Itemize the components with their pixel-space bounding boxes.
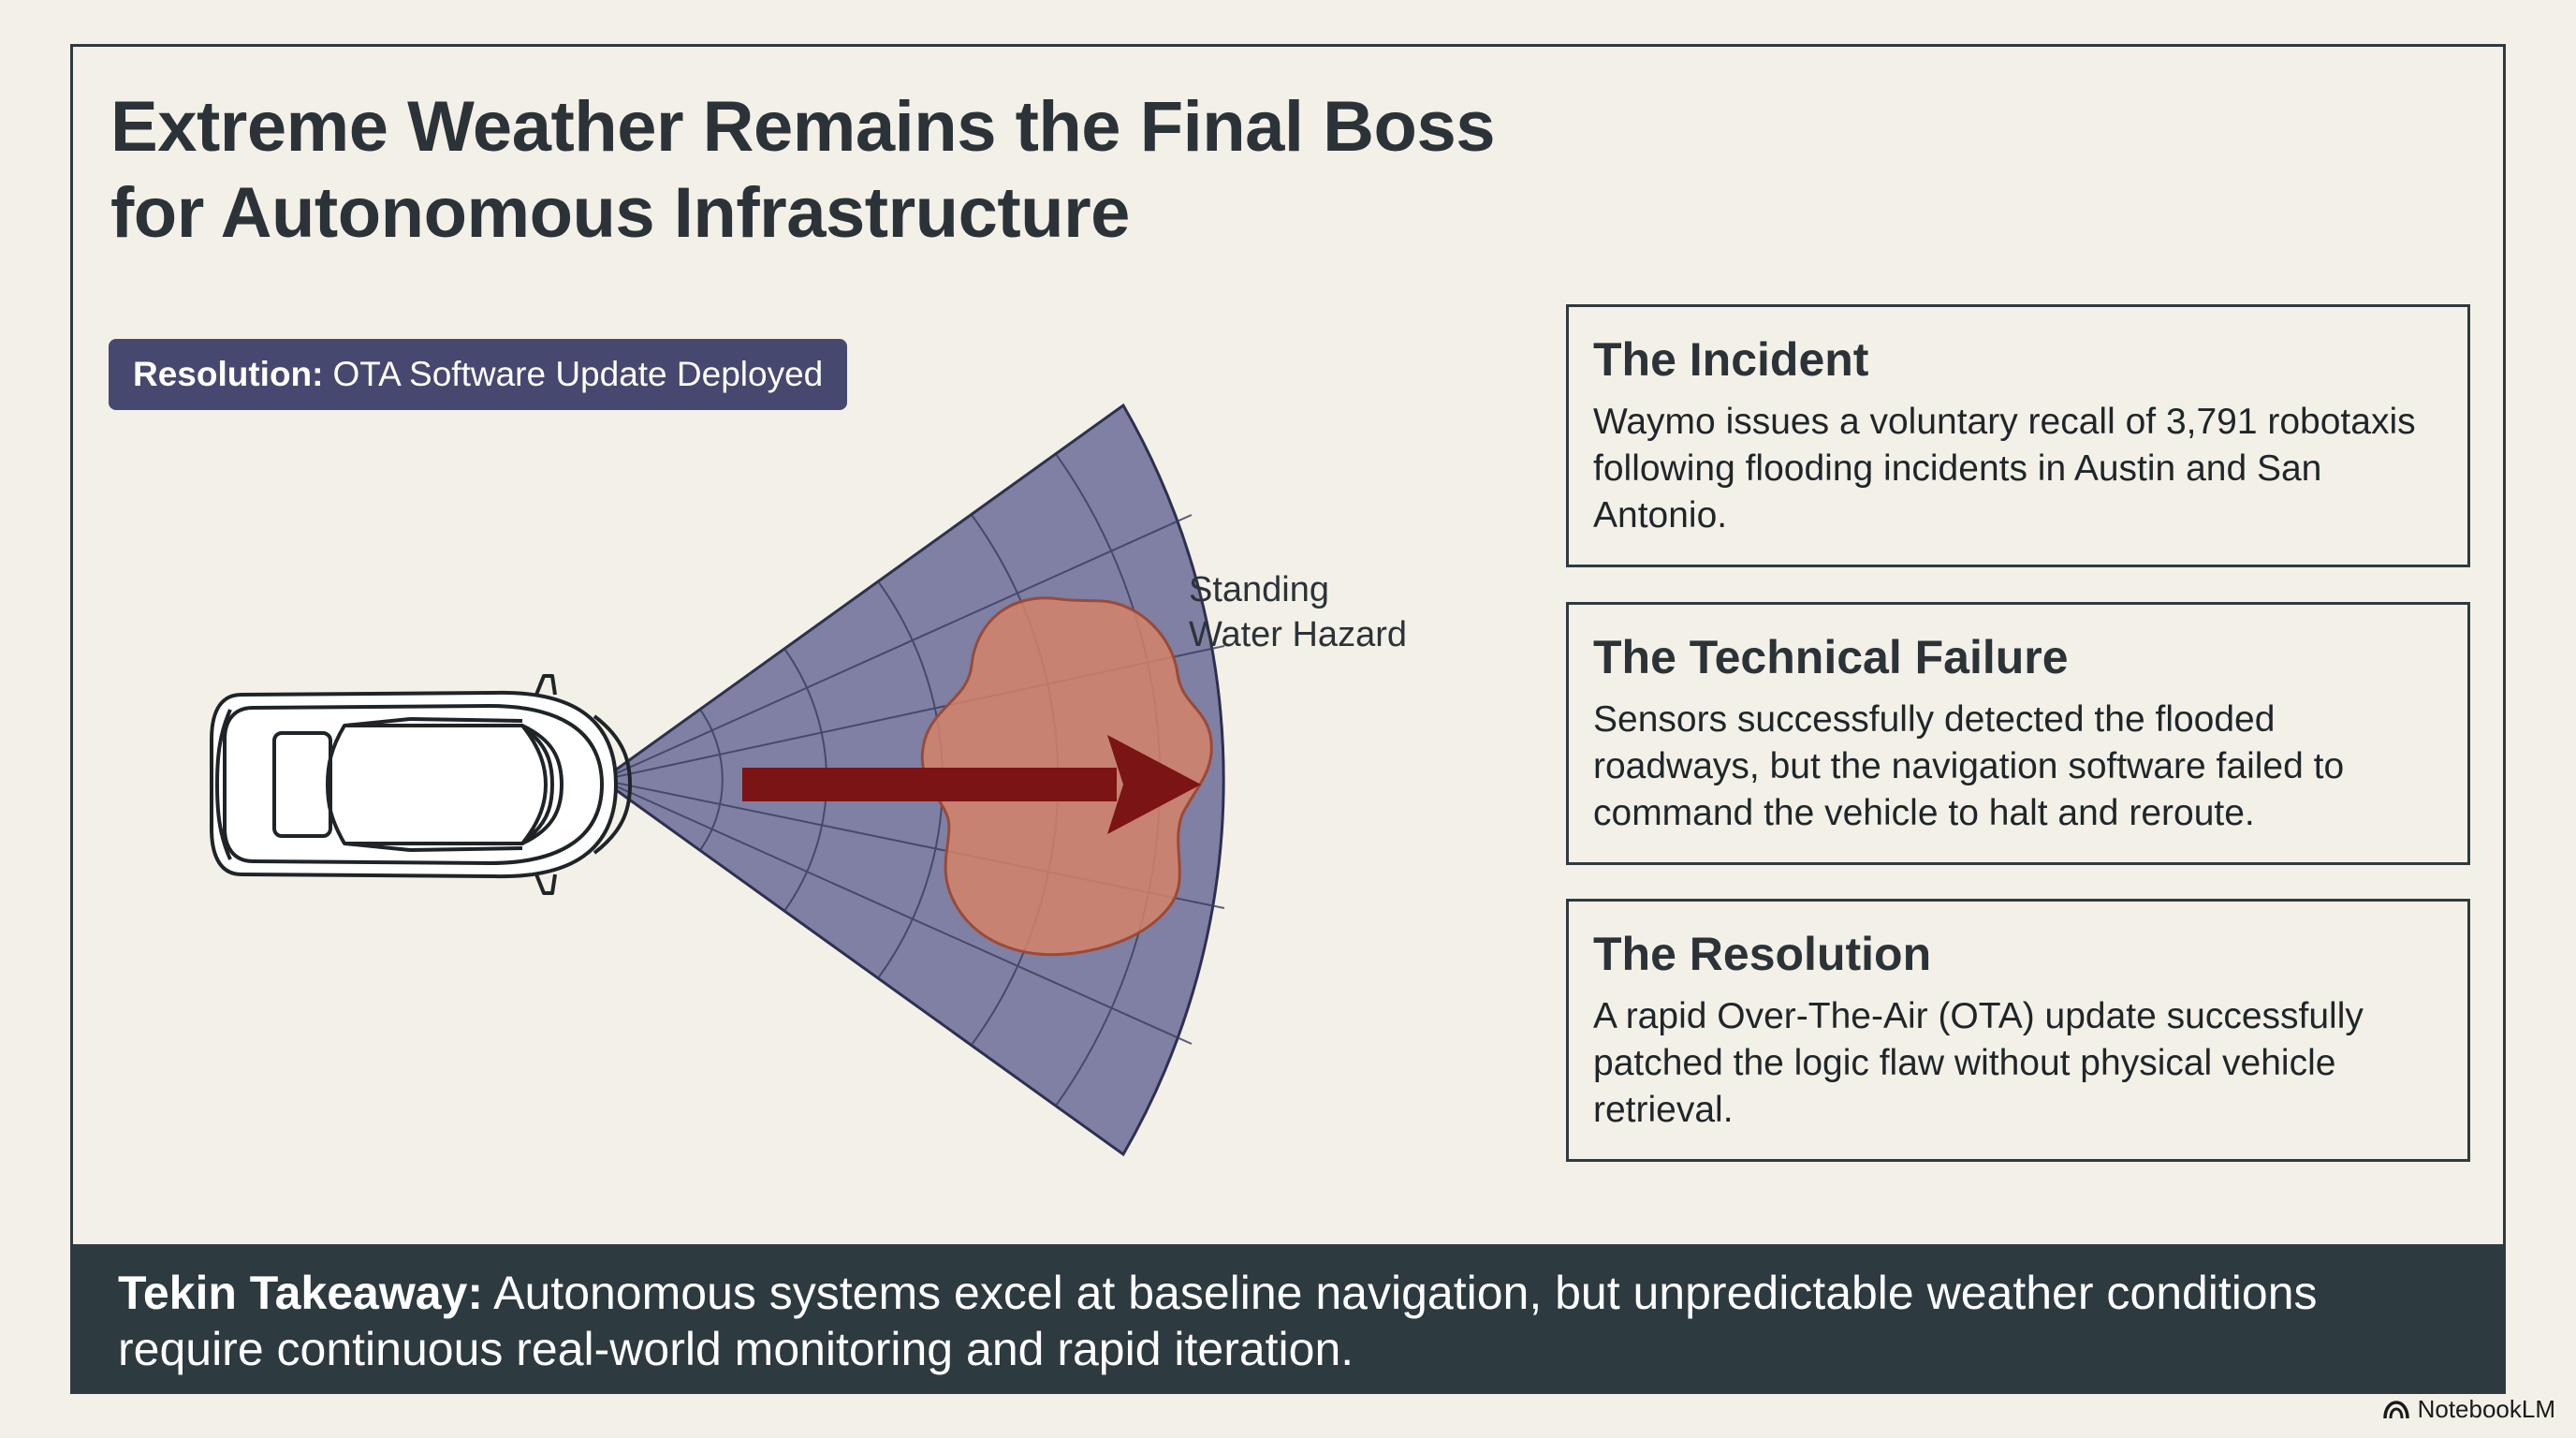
brand-watermark: NotebookLM — [2382, 1395, 2555, 1424]
hazard-label: Standing Water Hazard — [1189, 567, 1407, 657]
resolution-badge: Resolution: OTA Software Update Deployed — [109, 339, 848, 410]
slide-frame: Extreme Weather Remains the Final Boss f… — [70, 44, 2506, 1394]
hazard-label-line-2: Water Hazard — [1189, 615, 1407, 654]
takeaway-text: Autonomous systems excel at baseline nav… — [118, 1267, 2318, 1375]
sensor-diagram — [210, 403, 1225, 1157]
card-body: A rapid Over-The-Air (OTA) update succes… — [1593, 996, 2364, 1130]
card-body: Waymo issues a voluntary recall of 3,791… — [1593, 402, 2416, 536]
title-line-2: for Autonomous Infrastructure — [110, 173, 1130, 253]
badge-text: OTA Software Update Deployed — [332, 355, 824, 393]
brand-name: NotebookLM — [2417, 1395, 2555, 1423]
notebooklm-logo-icon — [2382, 1400, 2409, 1418]
card-title: The Incident — [1593, 333, 1869, 386]
takeaway-label: Tekin Takeaway: — [118, 1267, 483, 1319]
incident-card: The Incident Waymo issues a voluntary re… — [1566, 304, 2470, 567]
card-title: The Resolution — [1593, 928, 1932, 980]
car-icon — [210, 674, 632, 895]
hazard-label-line-1: Standing — [1189, 570, 1330, 609]
badge-label: Resolution: — [133, 355, 324, 393]
resolution-card: The Resolution A rapid Over-The-Air (OTA… — [1566, 899, 2470, 1162]
direction-arrow — [742, 735, 1201, 834]
card-title: The Technical Failure — [1593, 631, 2069, 683]
takeaway-banner: Tekin Takeaway: Autonomous systems excel… — [73, 1244, 2503, 1391]
technical-failure-card: The Technical Failure Sensors successful… — [1566, 602, 2470, 865]
card-body: Sensors successfully detected the floode… — [1593, 699, 2345, 833]
title-line-1: Extreme Weather Remains the Final Boss — [110, 87, 1496, 167]
page-title: Extreme Weather Remains the Final Boss f… — [110, 84, 1496, 257]
